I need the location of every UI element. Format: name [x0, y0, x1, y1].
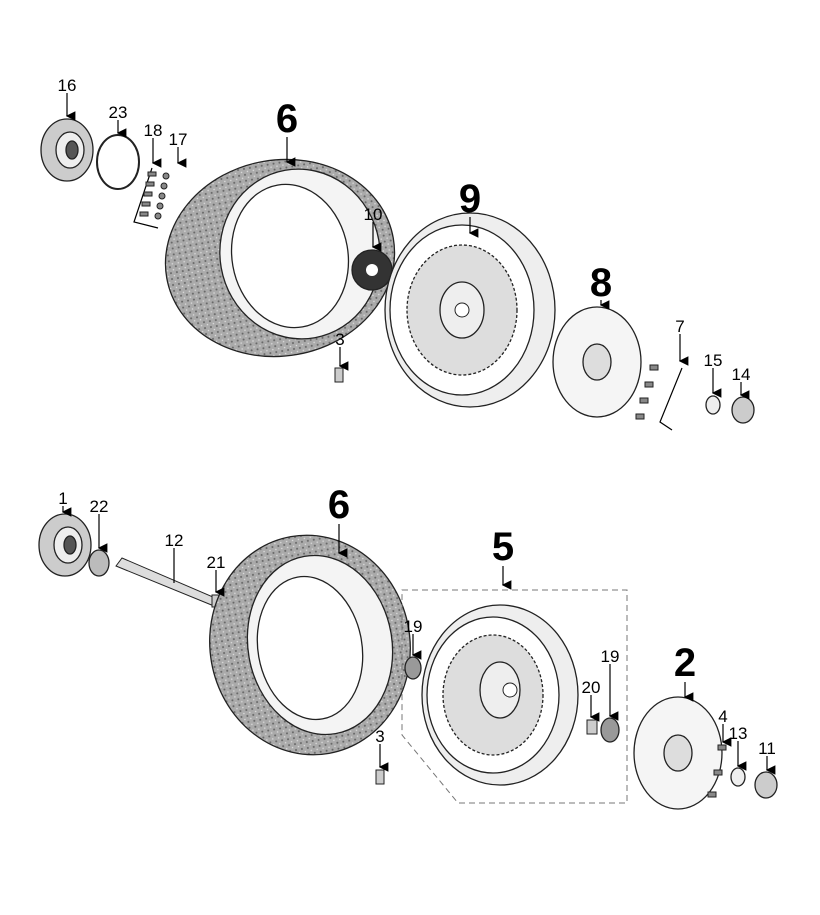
seal-22: [88, 549, 110, 577]
brake-disc-8: [552, 306, 642, 418]
bearing-19-right: [600, 717, 620, 743]
part-number: 19: [601, 647, 620, 666]
nut-14: [731, 396, 755, 424]
part-number: 21: [207, 553, 226, 572]
part-number: 18: [144, 121, 163, 140]
part-number: 14: [732, 365, 751, 384]
washer-13: [730, 767, 746, 787]
part-number: 20: [582, 678, 601, 697]
axle-12: [115, 557, 221, 607]
part-number: 7: [675, 317, 684, 336]
part-number: 17: [169, 130, 188, 149]
bearing-19-left: [404, 656, 422, 680]
nut-11: [754, 771, 778, 799]
part-number: 19: [404, 617, 423, 636]
part-number: 5: [492, 525, 514, 569]
part-number: 10: [364, 205, 383, 224]
part-number: 6: [276, 97, 298, 141]
part-number: 12: [165, 531, 184, 550]
part-number: 3: [335, 330, 344, 349]
valve-3-upper: [334, 367, 344, 383]
bolts-4: [707, 744, 727, 798]
rim-5: [421, 604, 579, 786]
part-number: 6: [328, 483, 350, 527]
sprocket-flange-10: [351, 249, 393, 291]
hub-cover-1: [38, 513, 92, 577]
rim-9: [384, 212, 556, 408]
part-number: 3: [375, 727, 384, 746]
part-number: 1: [58, 489, 67, 508]
part-number: 2: [674, 641, 696, 685]
spacer-20: [586, 719, 598, 735]
hub-cover-16: [40, 118, 94, 182]
part-number: 15: [704, 351, 723, 370]
washer-15: [705, 395, 721, 415]
tire-6-upper: [164, 158, 396, 358]
part-number: 8: [590, 261, 612, 305]
leader-lines: [61, 93, 776, 775]
valve-3-lower: [375, 769, 385, 785]
part-number: 16: [58, 76, 77, 95]
tire-6-lower: [209, 534, 411, 756]
part-number: 22: [90, 497, 109, 516]
part-number: 23: [109, 103, 128, 122]
disc-bolts-7: [635, 364, 683, 431]
part-number: 13: [729, 724, 748, 743]
circlip-23: [96, 134, 140, 190]
part-number: 11: [758, 739, 776, 758]
part-number: 4: [718, 707, 727, 726]
part-number: 9: [459, 177, 481, 221]
bolts-set-17-18: [133, 167, 170, 229]
wheel-assembly-5-box: [401, 589, 628, 804]
part-labels: 16 23 18 17 6 10 9 8 7 3 15 14 1 22 12 2…: [58, 76, 776, 758]
brake-disc-2: [633, 696, 723, 810]
